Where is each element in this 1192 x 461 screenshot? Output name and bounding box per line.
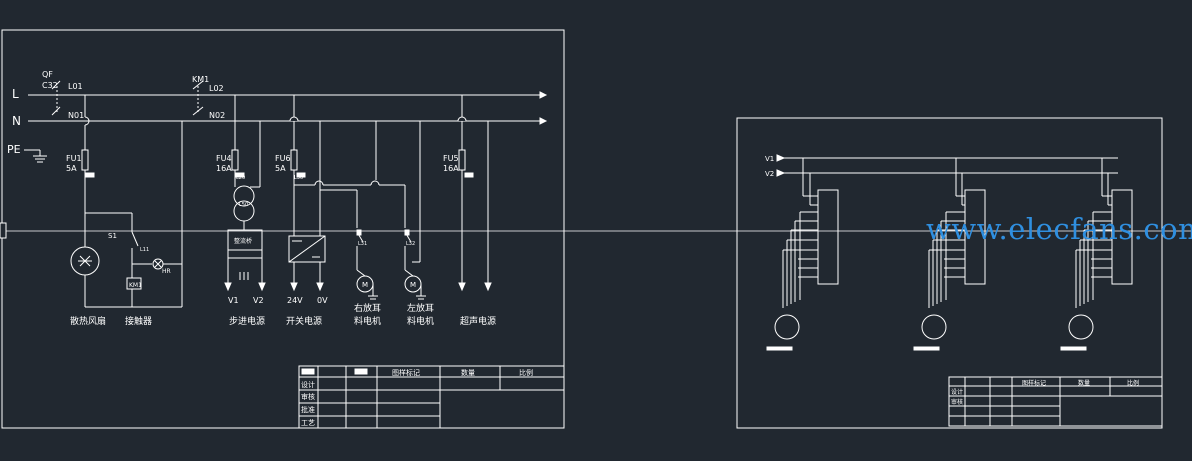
caption-contactor: 接触器: [125, 315, 152, 327]
fu6-rating: 5A: [275, 164, 286, 173]
right-tb-row-review: 审核: [951, 398, 963, 406]
right-tb-row-design: 设计: [951, 388, 963, 396]
output-v2: V2: [253, 296, 264, 305]
caption-stepper: 步进电源: [229, 315, 265, 327]
bus-v2: V2: [765, 170, 774, 178]
terminal-n: N: [12, 114, 21, 128]
wire-l32: L32: [406, 241, 415, 247]
terminal-group-3: [1060, 158, 1133, 351]
watermark: www.elecfans.com: [926, 212, 1192, 246]
left-tb-row-approve: 批准: [301, 405, 315, 414]
fu1-rating: 5A: [66, 164, 77, 173]
left-tb-row-review: 审核: [301, 392, 315, 401]
switch-s1: S1: [108, 232, 117, 240]
qf-name: QF: [42, 70, 53, 79]
fu4-rating: 16A: [216, 164, 232, 173]
transformer-label: L50: [239, 202, 248, 208]
left-motor-symbol: M: [410, 281, 416, 289]
caption-fan: 散热风扇: [70, 315, 106, 327]
line-l01: L01: [68, 82, 83, 91]
caption-switch-ps: 开关电源: [286, 315, 322, 327]
left-tb-qty: 数量: [461, 368, 475, 377]
left-tb-mark: 图样标记: [392, 368, 420, 377]
line-n01: N01: [68, 111, 84, 120]
right-sheet-labels: V1 V2 图样标记 数量 比例 设计 审核: [765, 155, 1139, 406]
left-tb-ratio: 比例: [519, 368, 533, 377]
left-tb-row-design: 设计: [301, 380, 315, 389]
wire-l30: L30: [294, 175, 303, 181]
caption-left-motor-a: 左放耳: [407, 302, 434, 314]
right-tb-ratio: 比例: [1127, 379, 1139, 387]
left-sheet-labels: L N PE QF C32 KM1 L01 N01 L02 N02 FU1 5A…: [7, 70, 533, 427]
left-tb-row-process: 工艺: [301, 419, 315, 427]
line-n02: N02: [209, 111, 225, 120]
line-l02: L02: [209, 84, 224, 93]
relay-km1: KM1: [129, 282, 142, 289]
right-sheet: [736, 117, 1163, 429]
fu4-name: FU4: [216, 154, 232, 163]
caption-left-motor-b: 料电机: [407, 315, 434, 327]
output-0v: 0V: [317, 296, 328, 305]
rectifier-label: 整流桥: [234, 237, 252, 245]
wire-l20: L20: [236, 175, 245, 181]
terminal-pe: PE: [7, 143, 21, 156]
fu5-rating: 16A: [443, 164, 459, 173]
caption-right-motor-a: 右放耳: [354, 302, 381, 314]
output-24v: 24V: [287, 296, 303, 305]
fu6-name: FU6: [275, 154, 291, 163]
lamp-hr: HR: [162, 268, 171, 275]
right-motor-symbol: M: [362, 281, 368, 289]
km1-label: KM1: [192, 75, 209, 84]
caption-ultrasonic: 超声电源: [460, 315, 496, 327]
wire-l11: L11: [140, 247, 149, 253]
terminal-l: L: [12, 87, 19, 101]
qf-rating: C32: [42, 81, 58, 90]
fu5-name: FU5: [443, 154, 459, 163]
output-v1: V1: [228, 296, 239, 305]
right-tb-mark: 图样标记: [1022, 379, 1046, 387]
bus-v1: V1: [765, 155, 774, 163]
caption-right-motor-b: 料电机: [354, 315, 381, 327]
terminal-group-2: [913, 158, 986, 351]
left-sheet: [0, 29, 1192, 429]
fu1-name: FU1: [66, 154, 82, 163]
wire-l31: L31: [358, 241, 367, 247]
right-tb-qty: 数量: [1078, 379, 1090, 387]
terminal-group-1: [766, 158, 839, 351]
